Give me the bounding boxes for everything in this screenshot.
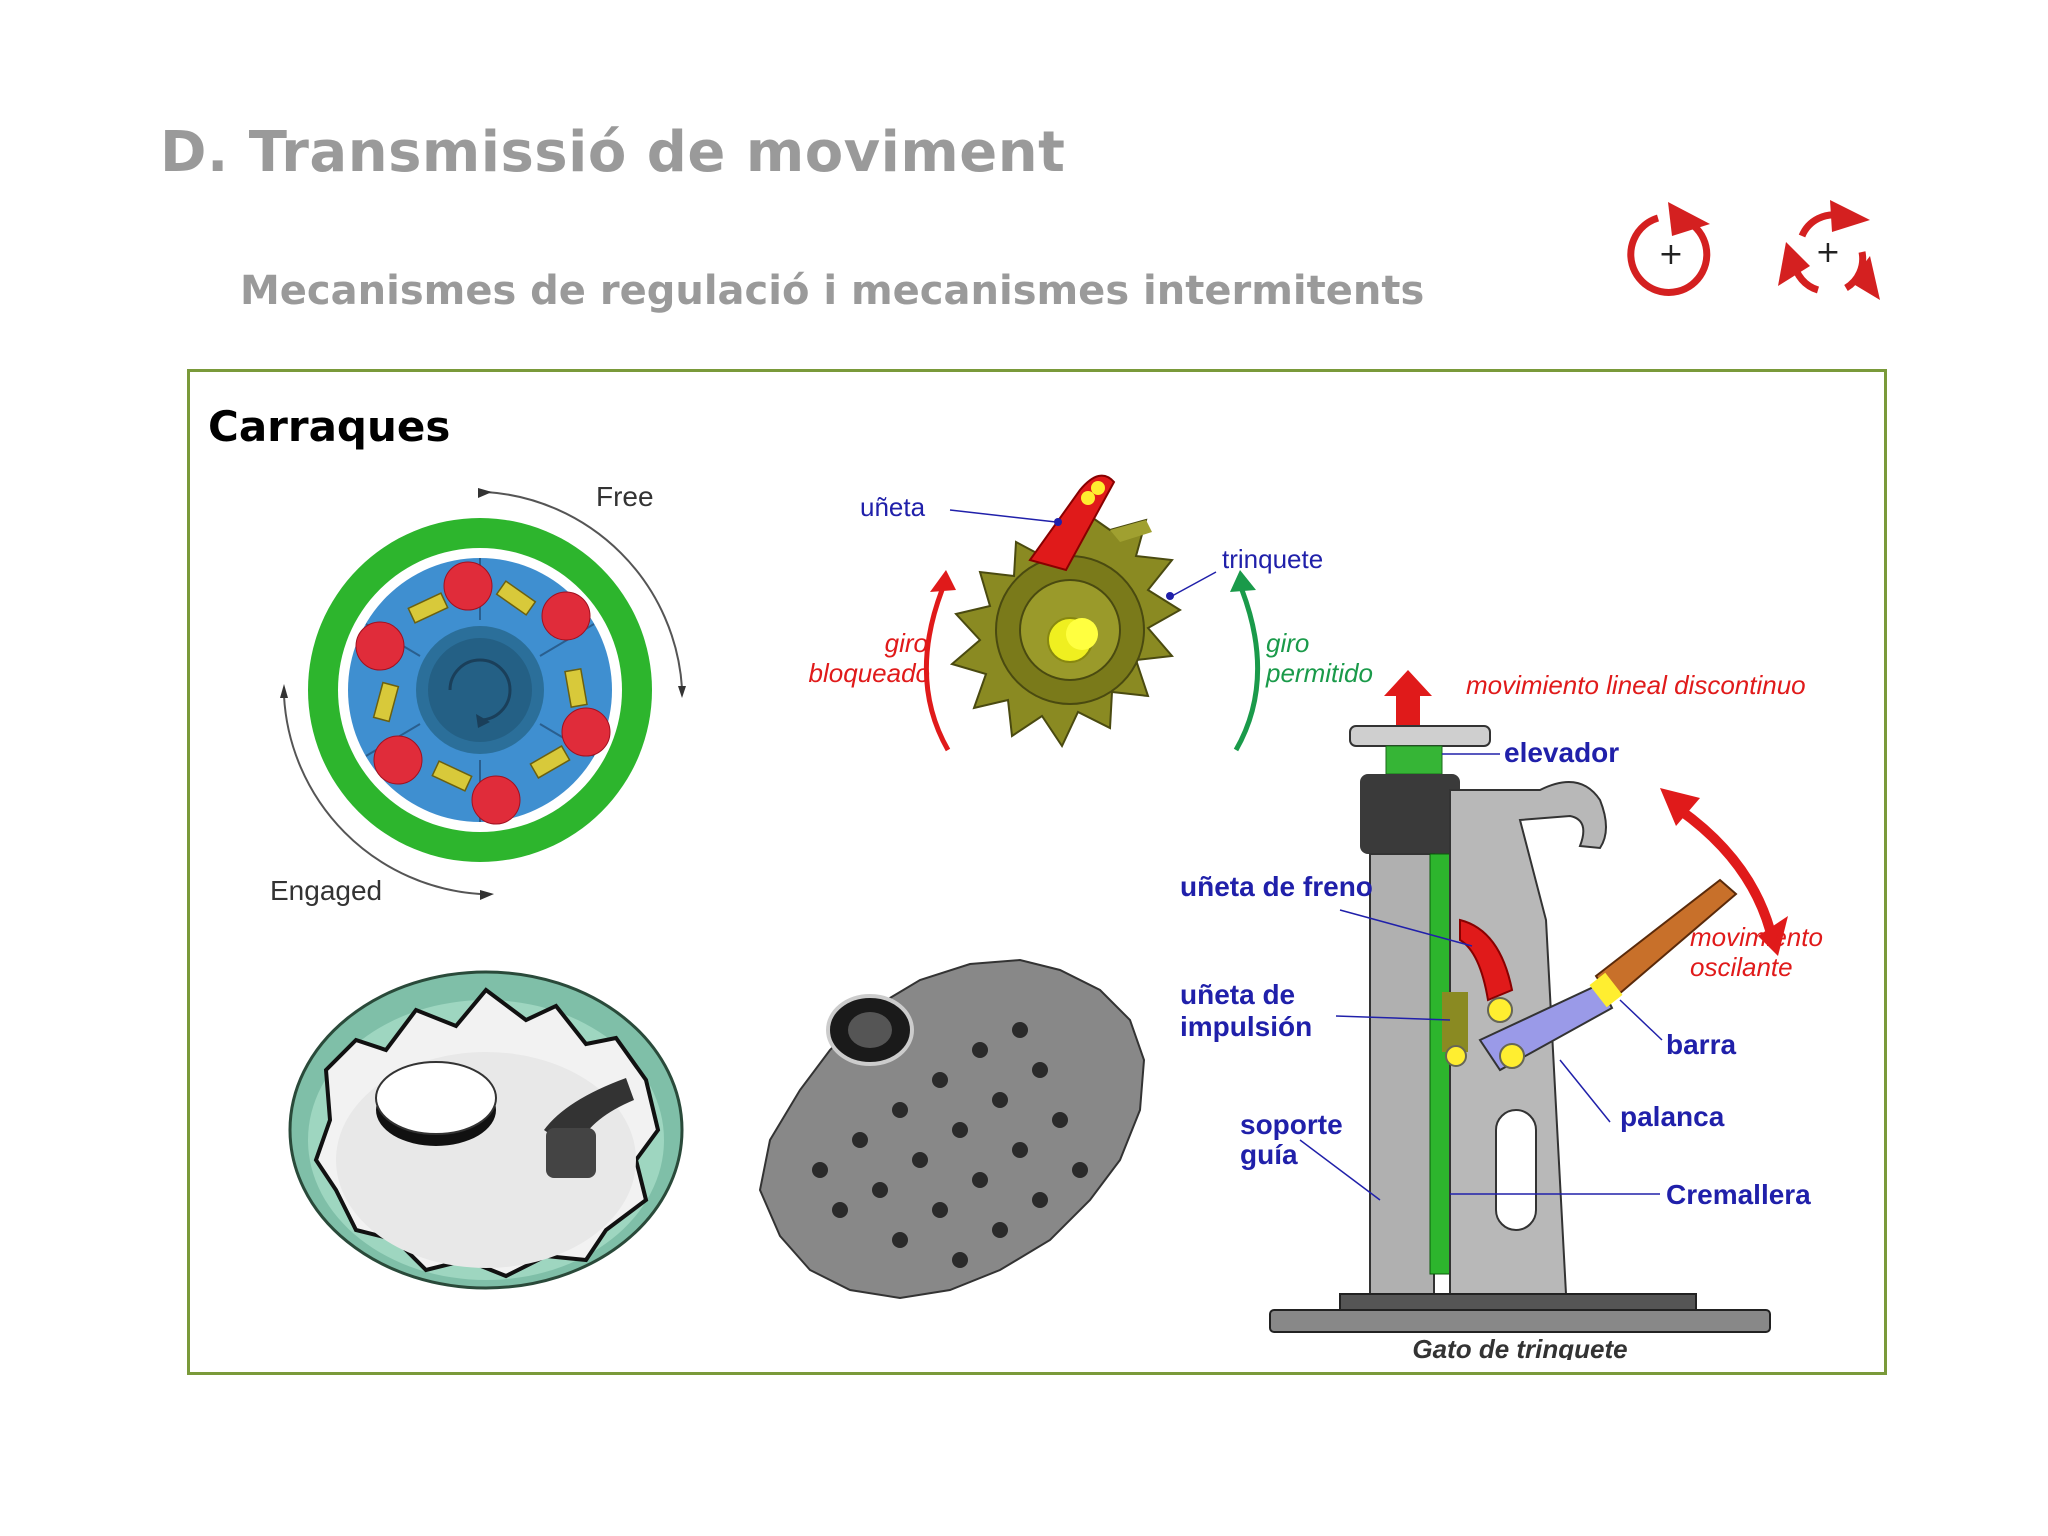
blocked-label-line1: giro: [885, 628, 928, 658]
page-title: D. Transmissió de moviment: [160, 120, 1066, 185]
support-label-line2: guía: [1240, 1139, 1298, 1170]
blocked-label-line2: bloqueado: [809, 658, 930, 688]
rack-label: Cremallera: [1666, 1179, 1811, 1210]
freewheel-diagram: Free Engaged: [250, 470, 710, 910]
free-label: Free: [596, 481, 654, 512]
svg-text:+: +: [1815, 235, 1840, 270]
ratchet-jack-diagram: movimiento lineal discontinuo elevador u…: [1160, 660, 1880, 1364]
brake-pawl-label: uñeta de freno: [1180, 871, 1373, 902]
oscillating-label-line1: movimiento: [1690, 922, 1823, 952]
engaged-label: Engaged: [270, 875, 382, 906]
support-label-line1: soporte: [1240, 1109, 1343, 1140]
drive-pawl-label-line1: uñeta de: [1180, 979, 1295, 1010]
internal-ratchet-render: [286, 960, 706, 1320]
page-subtitle: Mecanismes de regulació i mecanismes int…: [240, 268, 1425, 314]
allowed-label-line1: giro: [1266, 628, 1309, 658]
pawl-label: uñeta: [860, 492, 926, 522]
lever-label: palanca: [1620, 1101, 1725, 1132]
oscillating-label-line2: oscilante: [1690, 952, 1793, 982]
lifter-label: elevador: [1504, 737, 1619, 768]
allowed-label-line2: permitido: [1265, 658, 1373, 688]
jack-caption: Gato de trinquete: [1412, 1334, 1627, 1360]
rotate-plus-icon[interactable]: +: [1616, 196, 1726, 306]
bike-cassette-render: [740, 940, 1160, 1320]
cycle-plus-icon[interactable]: +: [1772, 196, 1882, 306]
linear-motion-label: movimiento lineal discontinuo: [1466, 670, 1806, 700]
ratchet-wheel-diagram: uñeta trinquete giro bloqueado giro perm…: [780, 460, 1400, 830]
section-title: Carraques: [208, 402, 451, 451]
bar-label: barra: [1666, 1029, 1736, 1060]
svg-text:+: +: [1658, 237, 1683, 272]
drive-pawl-label-line2: impulsión: [1180, 1011, 1312, 1042]
ratchet-label: trinquete: [1222, 544, 1323, 574]
